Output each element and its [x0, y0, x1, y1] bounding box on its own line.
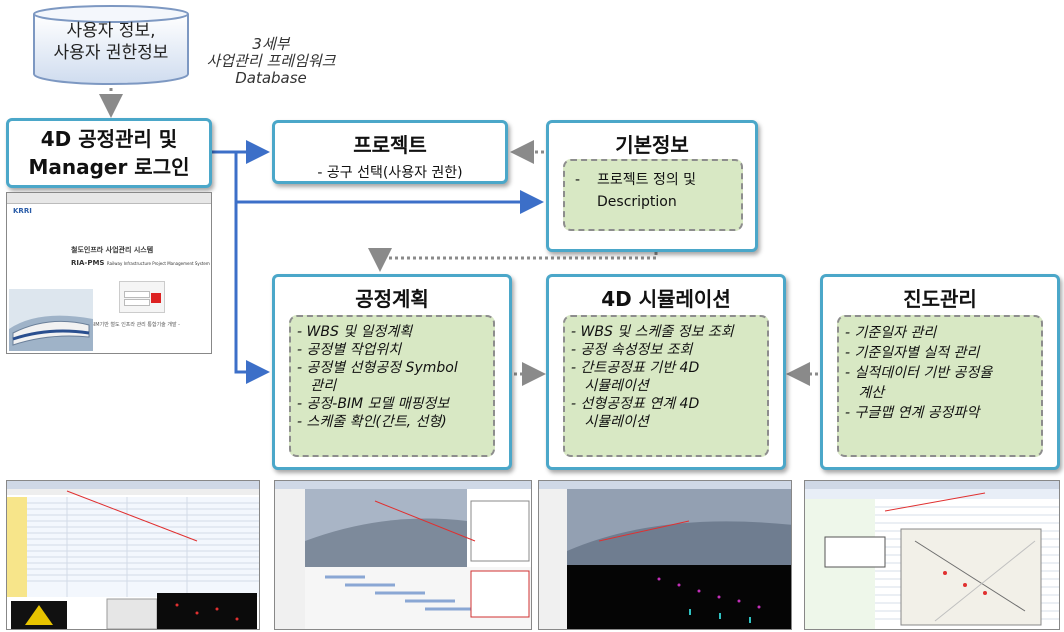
schedule-item: - WBS 및 일정계획 — [297, 324, 413, 340]
db-caption-line3: Database — [235, 69, 307, 87]
simulation-box: 4D 시뮬레이션 - WBS 및 스케줄 정보 조회 - 공정 속성정보 조회 … — [546, 274, 786, 470]
arrow-basic-schedule — [368, 248, 658, 272]
db-caption-line2: 사업관리 프레임워크 — [206, 52, 336, 70]
basic-info-dash: - — [575, 172, 581, 188]
progress-screenshot-image — [805, 481, 1059, 629]
basic-info-box: 기본정보 - 프로젝트 정의 및 Description — [546, 120, 758, 252]
login-form[interactable] — [119, 281, 165, 313]
db-caption-line1: 3세부 — [252, 35, 290, 53]
schedule-item: - 공정-BIM 모델 매핑정보 — [297, 396, 450, 412]
progress-title: 진도관리 — [903, 287, 977, 311]
simulation-details: - WBS 및 스케줄 정보 조회 - 공정 속성정보 조회 - 간트공정표 기… — [563, 315, 769, 457]
basic-info-line2: Description — [597, 194, 677, 210]
schedule-screenshot — [6, 480, 260, 630]
4d-simulation-screenshot-image — [539, 481, 791, 629]
login-line2: Manager 로그인 — [28, 155, 190, 179]
progress-screenshot — [804, 480, 1060, 630]
project-subtitle: - 공구 선택(사용자 권한) — [317, 165, 463, 181]
krri-logo: KRRI — [13, 207, 32, 215]
schedule-item: 관리 — [297, 378, 337, 394]
window-titlebar — [7, 193, 211, 204]
login-button[interactable] — [151, 293, 161, 303]
schedule-screenshot-image — [7, 481, 259, 629]
progress-management-box: 진도관리 - 기준일자 관리 - 기준일자별 실적 관리 - 실적데이터 기반 … — [820, 274, 1060, 470]
login-screenshot: KRRI 철도인프라 사업관리 시스템 RIA-PMS Railway Infr… — [6, 192, 212, 354]
train-image — [9, 289, 93, 351]
simulation-screenshot-image — [275, 481, 531, 629]
login-screen-brand: RIA-PMS Railway Infrastructure Project M… — [71, 259, 210, 267]
progress-item: - 기준일자별 실적 관리 — [845, 345, 980, 361]
db-caption: 3세부 사업관리 프레임워크 Database — [196, 36, 346, 87]
progress-item: - 실적데이터 기반 공정율 — [845, 365, 993, 381]
login-box: 4D 공정관리 및 Manager 로그인 — [6, 118, 212, 188]
progress-item: - 구글맵 연계 공정파악 — [845, 405, 980, 421]
project-title: 프로젝트 — [353, 133, 427, 157]
progress-item: - 기준일자 관리 — [845, 325, 937, 341]
basic-info-title: 기본정보 — [615, 133, 689, 157]
password-input[interactable] — [124, 299, 150, 306]
schedule-item: - 스케줄 확인(간트, 선형) — [297, 414, 447, 430]
4d-simulation-screenshot — [538, 480, 792, 630]
basic-info-item: - 프로젝트 정의 및 Description — [575, 169, 735, 213]
simulation-item: - 선형공정표 연계 4D — [571, 396, 700, 412]
login-screen-footer: - BIM기반 철도 인프라 관리 통합기술 개발 - — [87, 322, 180, 328]
simulation-title: 4D 시뮬레이션 — [601, 287, 731, 311]
schedule-item: - 공정별 작업위치 — [297, 342, 402, 358]
schedule-title: 공정계획 — [355, 287, 429, 311]
simulation-item: - 공정 속성정보 조회 — [571, 342, 693, 358]
simulation-item: - WBS 및 스케줄 정보 조회 — [571, 324, 734, 340]
brand-subtitle: Railway Infrastructure Project Managemen… — [106, 261, 210, 266]
simulation-screenshot — [274, 480, 532, 630]
brand-text: RIA-PMS — [71, 259, 105, 267]
schedule-item: - 공정별 선형공정 Symbol — [297, 360, 458, 376]
login-line1: 4D 공정관리 및 — [40, 127, 178, 151]
database-cylinder: 사용자 정보, 사용자 권한정보 — [32, 4, 190, 86]
basic-info-line1: 프로젝트 정의 및 — [597, 172, 697, 188]
db-line2: 사용자 권한정보 — [53, 43, 169, 63]
arrow-login-schedule — [212, 150, 270, 384]
progress-item: 계산 — [845, 385, 885, 401]
schedule-details: - WBS 및 일정계획 - 공정별 작업위치 - 공정별 선형공정 Symbo… — [289, 315, 495, 457]
login-screen-title: 철도인프라 사업관리 시스템 — [71, 246, 154, 254]
schedule-planning-box: 공정계획 - WBS 및 일정계획 - 공정별 작업위치 - 공정별 선형공정 … — [272, 274, 512, 470]
simulation-item: 시뮬레이션 — [571, 378, 649, 394]
progress-details: - 기준일자 관리 - 기준일자별 실적 관리 - 실적데이터 기반 공정율 계… — [837, 315, 1043, 457]
project-box: 프로젝트 - 공구 선택(사용자 권한) — [272, 120, 508, 184]
simulation-item: 시뮬레이션 — [571, 414, 649, 430]
db-line1: 사용자 정보, — [66, 21, 156, 41]
basic-info-details: - 프로젝트 정의 및 Description — [563, 159, 743, 231]
id-input[interactable] — [124, 291, 150, 298]
simulation-item: - 간트공정표 기반 4D — [571, 360, 700, 376]
database-icon — [33, 5, 189, 85]
